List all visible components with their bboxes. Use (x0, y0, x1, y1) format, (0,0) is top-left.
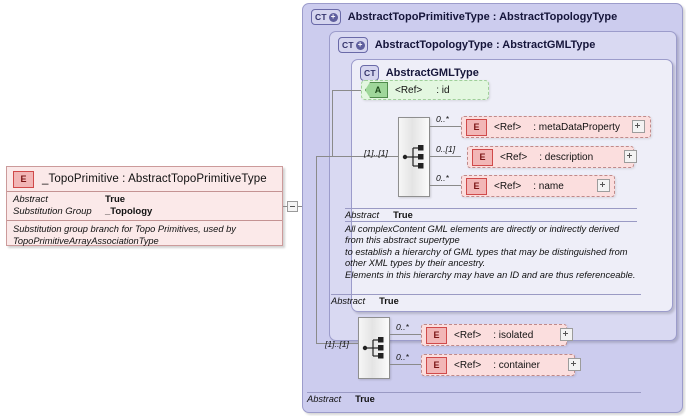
cardinality-description: 0..[1] (436, 144, 456, 154)
documentation-line: Elements in this hierarchy may have an I… (345, 269, 636, 280)
element-ref-label: <Ref> (500, 151, 528, 163)
connector-to-name (429, 185, 461, 186)
panel-header-topology-type: CT + AbstractTopologyType : AbstractGMLT… (338, 37, 595, 53)
cardinality-gml-sequence: [1]..[1] (364, 148, 388, 158)
documentation-line: All complexContent GML elements are dire… (345, 224, 620, 246)
element-row-metadataproperty[interactable]: E <Ref> : metaDataProperty (461, 116, 651, 138)
property-value: _Topology (105, 206, 153, 217)
plus-icon: + (328, 12, 338, 22)
connector-to-attribute-id (332, 90, 361, 91)
attribute-name-label: : id (436, 84, 450, 96)
abstract-value: True (355, 394, 375, 404)
element-ref-label: <Ref> (494, 180, 522, 192)
abstract-key: Abstract (345, 210, 380, 220)
cardinality-metadataproperty: 0..* (436, 114, 449, 124)
element-name-label: : isolated (493, 329, 534, 341)
element-row-description[interactable]: E <Ref> : description (467, 146, 634, 168)
element-badge-icon: E (426, 326, 447, 344)
element-ref-label: <Ref> (494, 121, 522, 133)
complextype-badge-icon[interactable]: CT + (311, 9, 341, 25)
element-badge-icon: E (426, 356, 447, 374)
element-name-label: : description (539, 151, 594, 163)
abstract-value: True (393, 210, 413, 220)
badge-label: CT (364, 68, 376, 78)
element-name-label: : metaDataProperty (533, 121, 620, 133)
property-row: Abstract True (13, 194, 282, 206)
complextype-badge-icon[interactable]: CT (360, 65, 379, 81)
attribute-badge-icon: A (365, 82, 388, 98)
connector-to-metadataproperty (429, 126, 461, 127)
element-row-name[interactable]: E <Ref> : name (461, 175, 615, 197)
attribute-row-id[interactable]: A <Ref> : id (361, 80, 489, 100)
cardinality-container: 0..* (396, 352, 409, 362)
element-badge-icon: E (13, 170, 34, 188)
connector-gml-children-spine (429, 126, 430, 186)
abstract-key: Abstract (307, 394, 342, 404)
root-element-title: _TopoPrimitive : AbstractTopoPrimitiveTy… (42, 173, 267, 185)
documentation-separator (345, 221, 637, 222)
root-element-box[interactable]: E _TopoPrimitive : AbstractTopoPrimitive… (6, 166, 283, 246)
property-row: Substitution Group _Topology (13, 206, 282, 218)
connector-to-gml-sequence (364, 156, 399, 157)
badge-label: CT (315, 12, 327, 22)
panel-title: AbstractTopologyType : AbstractGMLType (374, 39, 596, 51)
element-name-label: : name (533, 180, 564, 192)
element-badge-icon: E (466, 118, 487, 136)
panel-title: AbstractGMLType (385, 67, 479, 79)
attribute-ref-label: <Ref> (395, 84, 423, 96)
element-row-container[interactable]: E <Ref> : container (421, 354, 575, 376)
sequence-compositor-icon[interactable] (398, 117, 430, 197)
connector-to-isolated (389, 334, 421, 335)
panel-header-topo-primitive-type: CT + AbstractTopoPrimitiveType : Abstrac… (311, 9, 617, 25)
root-element-properties: Abstract True Substitution Group _Topolo… (7, 192, 282, 221)
connector-to-container (389, 364, 421, 365)
badge-label: CT (342, 40, 354, 50)
plus-icon[interactable] (624, 150, 637, 163)
root-element-documentation: Substitution group branch for Topo Primi… (13, 224, 236, 246)
plus-icon[interactable] (632, 120, 645, 133)
gml-type-abstract-row: Abstract True (345, 208, 637, 220)
element-badge-icon: E (472, 148, 493, 166)
sequence-compositor-icon[interactable] (358, 317, 390, 379)
element-ref-label: <Ref> (454, 329, 482, 341)
plus-icon: + (355, 40, 365, 50)
topology-type-abstract-row: Abstract True (331, 294, 641, 306)
minus-icon[interactable] (287, 201, 298, 212)
topo-primitive-type-abstract-row: Abstract True (307, 392, 641, 404)
gml-type-documentation: All complexContent GML elements are dire… (345, 224, 637, 281)
connector-spine (316, 156, 317, 343)
element-row-isolated[interactable]: E <Ref> : isolated (421, 324, 567, 346)
element-name-label: : container (493, 359, 540, 371)
connector-attribute-spine (332, 90, 333, 156)
cardinality-name: 0..* (436, 173, 449, 183)
sequence-glyph (362, 337, 384, 359)
panel-header-gml-type: CT AbstractGMLType (360, 65, 479, 81)
cardinality-isolated: 0..* (396, 322, 409, 332)
sequence-glyph (402, 145, 424, 169)
root-element-header: E _TopoPrimitive : AbstractTopoPrimitive… (7, 167, 282, 192)
root-connector-line (283, 206, 317, 207)
connector-branch-topo (316, 343, 358, 344)
plus-icon[interactable] (568, 358, 581, 371)
documentation-line: to establish a hierarchy of GML types th… (345, 246, 628, 269)
connector-topo-children-spine (389, 334, 390, 365)
plus-icon[interactable] (560, 328, 573, 341)
abstract-value: True (379, 296, 399, 306)
connector-to-description (429, 156, 461, 157)
abstract-key: Abstract (331, 296, 366, 306)
property-value: True (105, 194, 126, 205)
cardinality-topo-sequence: [1]..[1] (325, 339, 349, 349)
element-ref-label: <Ref> (454, 359, 482, 371)
plus-icon[interactable] (597, 179, 610, 192)
property-key: Substitution Group (13, 206, 92, 217)
property-key: Abstract (13, 194, 48, 205)
element-badge-icon: E (466, 177, 487, 195)
connector-branch-gml (316, 156, 364, 157)
complextype-badge-icon[interactable]: CT + (338, 37, 368, 53)
panel-title: AbstractTopoPrimitiveType : AbstractTopo… (347, 11, 618, 23)
